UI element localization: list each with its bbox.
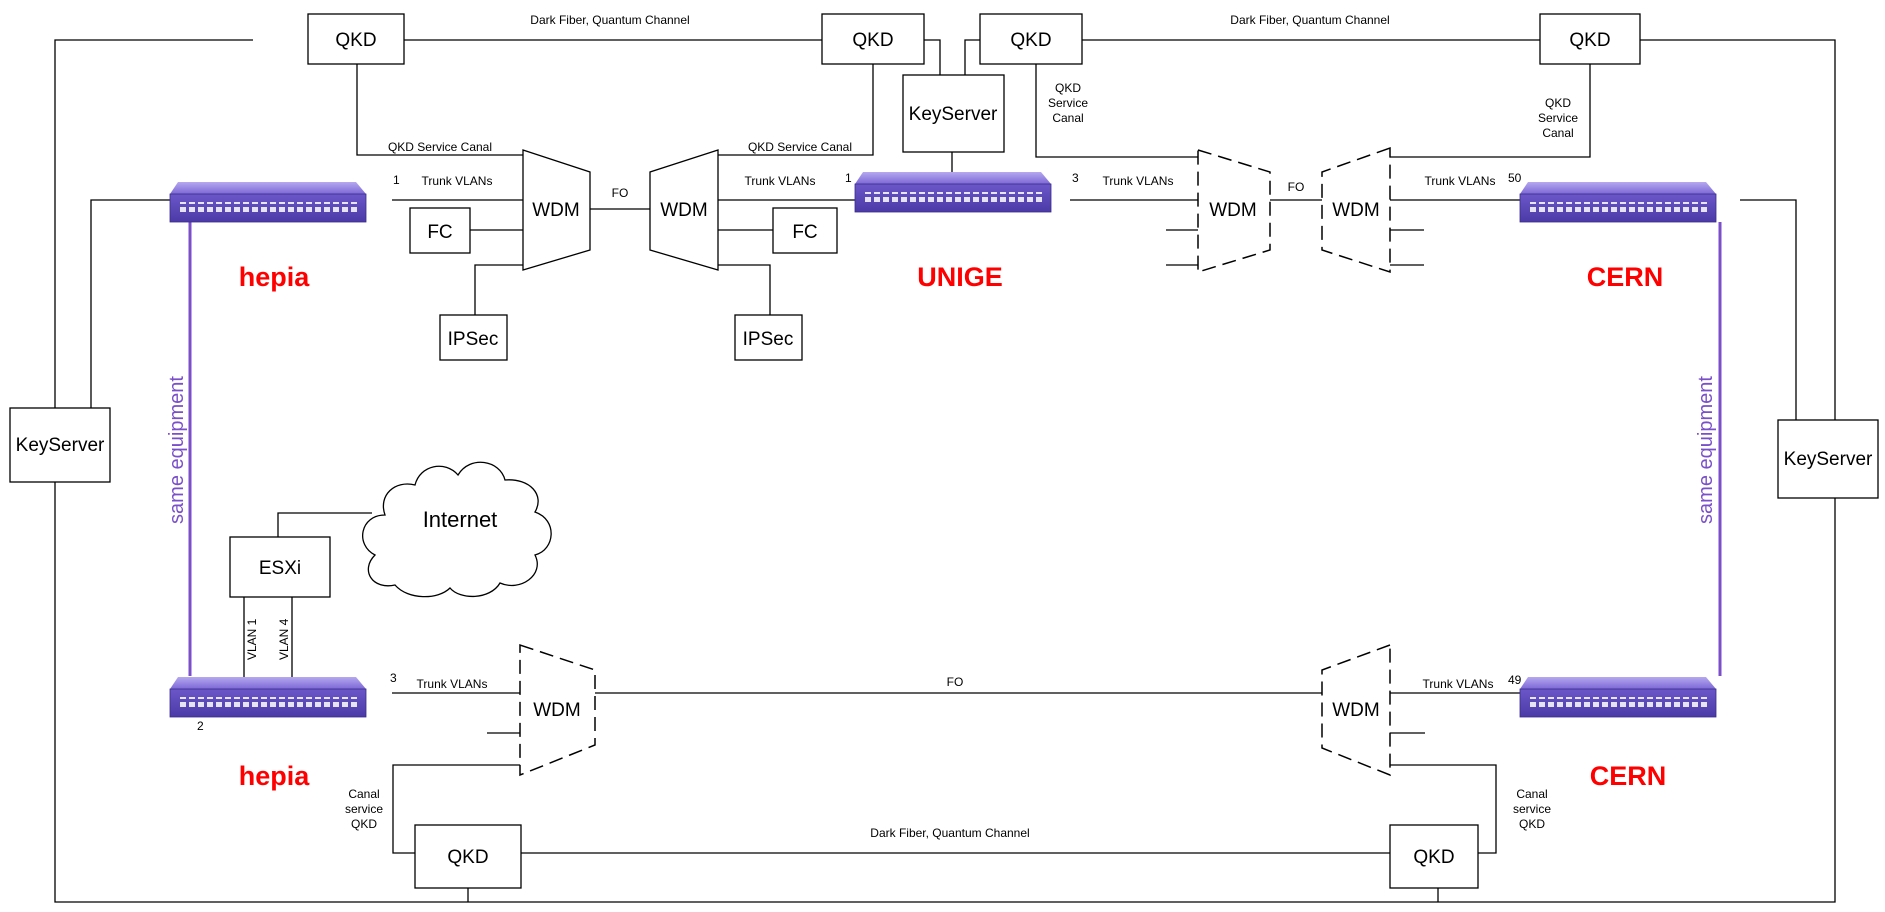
small-labels: Dark Fiber, Quantum Channel Dark Fiber, … <box>197 13 1578 840</box>
svg-text:QKD: QKD <box>1519 817 1545 831</box>
svg-text:FO: FO <box>947 675 964 689</box>
svg-text:QKD: QKD <box>1545 96 1571 110</box>
svg-text:service: service <box>1513 802 1551 816</box>
svg-text:Dark Fiber, Quantum Channel: Dark Fiber, Quantum Channel <box>870 826 1029 840</box>
site-label-cern-top: CERN <box>1587 262 1664 292</box>
qkd-box-top-left: QKD <box>307 13 405 65</box>
esxi-box: ESXi <box>229 536 331 598</box>
svg-text:Canal: Canal <box>1516 787 1547 801</box>
svg-text:2: 2 <box>197 719 204 733</box>
wdm-hepia-bottom: WDM <box>519 643 596 777</box>
switch-hepia-top <box>169 181 367 223</box>
qkd-box-hepia-bottom: QKD <box>414 824 522 889</box>
svg-text:1: 1 <box>393 173 400 187</box>
svg-text:QKD: QKD <box>447 847 488 868</box>
svg-text:Dark Fiber, Quantum Channel: Dark Fiber, Quantum Channel <box>1230 13 1389 27</box>
switch-cern-bottom <box>1519 676 1717 718</box>
svg-text:Service: Service <box>1048 96 1088 110</box>
svg-text:ESXi: ESXi <box>259 558 301 579</box>
svg-text:49: 49 <box>1508 673 1522 687</box>
svg-text:Trunk VLANs: Trunk VLANs <box>417 677 488 691</box>
svg-text:WDM: WDM <box>532 200 579 221</box>
svg-text:WDM: WDM <box>1332 200 1379 221</box>
svg-text:VLAN 4: VLAN 4 <box>277 618 291 660</box>
keyserver-right: KeyServer <box>1777 419 1879 499</box>
svg-text:Canal: Canal <box>1052 111 1083 125</box>
svg-text:KeyServer: KeyServer <box>1784 449 1873 470</box>
svg-text:Trunk VLANs: Trunk VLANs <box>422 174 493 188</box>
svg-text:QKD: QKD <box>1055 81 1081 95</box>
svg-text:QKD Service Canal: QKD Service Canal <box>748 140 852 154</box>
svg-text:IPSec: IPSec <box>743 329 794 350</box>
svg-text:QKD: QKD <box>1413 847 1454 868</box>
svg-text:FO: FO <box>612 186 629 200</box>
qkd-box-unige-left: QKD <box>821 13 925 65</box>
site-label-unige: UNIGE <box>917 262 1003 292</box>
wdm-hepia-top: WDM <box>522 149 591 271</box>
svg-text:Service: Service <box>1538 111 1578 125</box>
switch-unige <box>854 171 1052 213</box>
same-equipment-label-left: same equipment <box>166 376 188 524</box>
fc-box-left: FC <box>409 207 471 254</box>
site-label-hepia-top: hepia <box>239 262 311 292</box>
svg-text:50: 50 <box>1508 171 1522 185</box>
wdm-unige-left: WDM <box>649 149 719 271</box>
qkd-box-cern-top: QKD <box>1539 13 1641 65</box>
svg-text:WDM: WDM <box>660 200 707 221</box>
internet-cloud: Internet <box>362 461 552 598</box>
svg-text:QKD: QKD <box>351 817 377 831</box>
svg-text:IPSec: IPSec <box>448 329 499 350</box>
svg-text:Canal: Canal <box>1542 126 1573 140</box>
svg-text:service: service <box>345 802 383 816</box>
svg-text:3: 3 <box>390 671 397 685</box>
svg-text:QKD Service Canal: QKD Service Canal <box>388 140 492 154</box>
qkd-box-unige-right: QKD <box>979 13 1083 65</box>
svg-text:KeyServer: KeyServer <box>909 104 998 125</box>
svg-text:Trunk VLANs: Trunk VLANs <box>1425 174 1496 188</box>
svg-text:VLAN 1: VLAN 1 <box>245 618 259 660</box>
svg-text:Trunk VLANs: Trunk VLANs <box>1423 677 1494 691</box>
fc-box-right: FC <box>772 207 838 254</box>
svg-text:QKD: QKD <box>335 30 376 51</box>
wdm-cern-bottom: WDM <box>1321 643 1391 777</box>
svg-text:Canal: Canal <box>348 787 379 801</box>
ipsec-box-left: IPSec <box>439 314 508 361</box>
svg-text:WDM: WDM <box>1332 700 1379 721</box>
site-label-cern-bottom: CERN <box>1590 761 1667 791</box>
svg-text:WDM: WDM <box>1209 200 1256 221</box>
svg-text:3: 3 <box>1072 171 1079 185</box>
wdm-unige-right: WDM <box>1197 148 1271 274</box>
svg-text:Dark Fiber, Quantum Channel: Dark Fiber, Quantum Channel <box>530 13 689 27</box>
qkd-box-cern-bottom: QKD <box>1389 824 1479 889</box>
svg-text:1: 1 <box>845 171 852 185</box>
switch-cern-top <box>1519 181 1717 223</box>
svg-text:FC: FC <box>792 222 817 243</box>
keyserver-unige: KeyServer <box>902 74 1005 153</box>
svg-text:QKD: QKD <box>852 30 893 51</box>
svg-text:Trunk VLANs: Trunk VLANs <box>1103 174 1174 188</box>
same-equipment-label-right: same equipment <box>1695 376 1717 524</box>
svg-text:Trunk VLANs: Trunk VLANs <box>745 174 816 188</box>
wdm-cern-top: WDM <box>1321 146 1391 274</box>
svg-text:Internet: Internet <box>423 507 498 532</box>
svg-text:FO: FO <box>1288 180 1305 194</box>
svg-text:QKD: QKD <box>1010 30 1051 51</box>
keyserver-left: KeyServer <box>9 407 111 483</box>
svg-text:KeyServer: KeyServer <box>16 435 105 456</box>
svg-text:WDM: WDM <box>533 700 580 721</box>
site-label-hepia-bottom: hepia <box>239 761 311 791</box>
switch-hepia-bottom <box>169 676 367 718</box>
connection-lines <box>54 39 1836 903</box>
ipsec-box-right: IPSec <box>734 314 803 361</box>
svg-text:FC: FC <box>427 222 452 243</box>
svg-text:QKD: QKD <box>1569 30 1610 51</box>
